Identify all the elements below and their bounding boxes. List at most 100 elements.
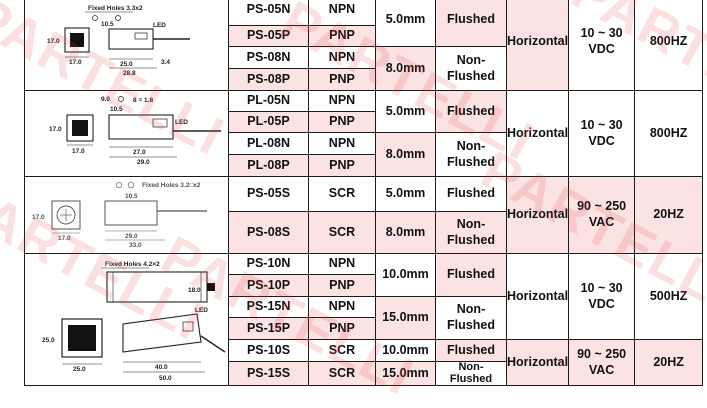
mount-cell: Non- Flushed (435, 46, 507, 91)
dim-label: 29.0 (137, 159, 150, 166)
frequency-cell: 500HZ (634, 253, 704, 340)
distance-cell: 15.0mm (375, 296, 436, 340)
distance-cell: 15.0mm (375, 360, 436, 387)
mount-cell: Flushed (435, 175, 507, 213)
output-cell: SCR (308, 360, 376, 387)
drawing-cell-1: Fixed Holes 3.3x2 10.5 LED 17.0 17.0 25. (24, 0, 229, 91)
dim-label: 50.0 (159, 375, 172, 382)
output-cell: PNP (308, 68, 376, 91)
dim-label: 33.0 (129, 242, 142, 249)
output-cell: NPN (308, 296, 376, 318)
dim-label: 3.4 (161, 59, 170, 66)
dim-label: 25.0 (42, 337, 55, 344)
dim-label: 10.5 (110, 106, 123, 113)
direction-cell: Horizontal (505, 0, 570, 91)
frequency-cell: 800HZ (634, 0, 704, 91)
model-cell: PS-08S (228, 211, 309, 254)
dim-label: 18.0 (188, 287, 201, 294)
dim-label: 25.0 (73, 366, 86, 373)
drawing-cell-4: Fixed Holes 4.2×2 18.0 LED 25.0 25.0 (24, 252, 229, 387)
dim-label: 10.5 (101, 21, 114, 28)
mount-cell: Flushed (435, 253, 507, 297)
mount-cell: Non- Flushed (435, 132, 507, 177)
dim-label: 8 = 1.8 (133, 97, 153, 104)
drawing-cell-2: 9.0 8 = 1.8 10.5 LED 17.0 17.0 27.0 (24, 90, 229, 177)
distance-cell: 5.0mm (375, 175, 436, 213)
output-cell: PNP (308, 111, 376, 133)
voltage-cell: 10 ~ 30 VDC (568, 90, 636, 177)
frequency-cell: 20HZ (634, 338, 704, 387)
voltage-cell: 90 ~ 250 VAC (568, 176, 636, 254)
dim-label: 17.0 (72, 148, 85, 155)
dim-label: 40.0 (155, 364, 168, 371)
direction-cell: Horizontal (505, 338, 570, 387)
fixed-holes-label: Fixed Holes 3.3x2 (88, 5, 143, 12)
model-cell: PS-15N (228, 296, 309, 318)
sensor-diagram-4: Fixed Holes 4.2×2 18.0 LED 25.0 25.0 (42, 261, 226, 382)
dim-label: 17.0 (32, 214, 45, 221)
output-cell: NPN (308, 46, 376, 69)
dim-label: 17.0 (49, 126, 62, 133)
mount-cell: Non- Flushed (435, 211, 507, 254)
distance-cell: 10.0mm (375, 253, 436, 297)
mount-cell: Flushed (435, 90, 507, 133)
output-cell: NPN (308, 90, 376, 112)
dim-label: 27.0 (133, 149, 146, 156)
spec-table: Fixed Holes 3.3x2 10.5 LED 17.0 17.0 25. (24, 0, 704, 387)
output-cell: SCR (308, 211, 376, 254)
model-cell: PL-08N (228, 132, 309, 155)
output-cell: NPN (308, 253, 376, 275)
dim-label: 9.0 (101, 96, 110, 103)
mount-cell: Flushed (435, 339, 507, 362)
model-cell: PS-10N (228, 253, 309, 275)
distance-cell: 5.0mm (375, 90, 436, 133)
direction-cell: Horizontal (505, 176, 570, 254)
model-cell: PS-08P (228, 68, 309, 91)
sensor-diagram-3: Fixed Holes 3.2□x2 10.5 17.0 17.0 29.0 3… (32, 181, 207, 249)
model-cell: PS-15S (228, 360, 309, 387)
mount-cell: Non- Flushed (435, 360, 507, 387)
dim-label: 25.0 (120, 61, 133, 68)
output-cell: PNP (308, 317, 376, 340)
model-cell: PL-05N (228, 90, 309, 112)
mount-cell: Non- Flushed (435, 296, 507, 340)
output-cell: SCR (308, 339, 376, 362)
led-label: LED (175, 119, 188, 126)
voltage-cell: 90 ~ 250 VAC (568, 338, 636, 387)
distance-cell: 5.0mm (375, 0, 436, 47)
drawing-cell-3: Fixed Holes 3.2□x2 10.5 17.0 17.0 29.0 3… (24, 176, 229, 254)
led-label: LED (153, 22, 166, 29)
model-cell: PS-05S (228, 175, 309, 213)
distance-cell: 8.0mm (375, 46, 436, 91)
model-cell: PS-10P (228, 274, 309, 297)
dim-label: 29.0 (125, 233, 138, 240)
sensor-diagram-2: 9.0 8 = 1.8 10.5 LED 17.0 17.0 27.0 (49, 96, 221, 166)
model-cell: PS-05P (228, 25, 309, 47)
output-cell: SCR (308, 175, 376, 213)
dim-label: 28.8 (123, 70, 136, 77)
dim-label: 10.5 (125, 193, 138, 200)
direction-cell: Horizontal (505, 253, 570, 340)
dim-label: 17.0 (69, 59, 82, 66)
sensor-diagram-1: Fixed Holes 3.3x2 10.5 LED 17.0 17.0 25. (47, 5, 190, 77)
frequency-cell: 800HZ (634, 90, 704, 177)
model-cell: PL-08P (228, 154, 309, 177)
dim-label: 17.0 (47, 38, 60, 45)
output-cell: PNP (308, 154, 376, 177)
output-cell: NPN (308, 0, 376, 26)
distance-cell: 8.0mm (375, 211, 436, 254)
fixed-holes-label: Fixed Holes 3.2□x2 (142, 182, 201, 189)
distance-cell: 10.0mm (375, 339, 436, 362)
output-cell: NPN (308, 132, 376, 155)
model-cell: PS-10S (228, 339, 309, 362)
direction-cell: Horizontal (505, 90, 570, 177)
output-cell: PNP (308, 25, 376, 47)
dim-label: 17.0 (58, 235, 71, 242)
fixed-holes-label: Fixed Holes 4.2×2 (105, 261, 160, 268)
output-cell: PNP (308, 274, 376, 297)
model-cell: PS-15P (228, 317, 309, 340)
voltage-cell: 10 ~ 30 VDC (568, 0, 636, 91)
frequency-cell: 20HZ (634, 176, 704, 254)
mount-cell: Flushed (435, 0, 507, 47)
distance-cell: 8.0mm (375, 132, 436, 177)
